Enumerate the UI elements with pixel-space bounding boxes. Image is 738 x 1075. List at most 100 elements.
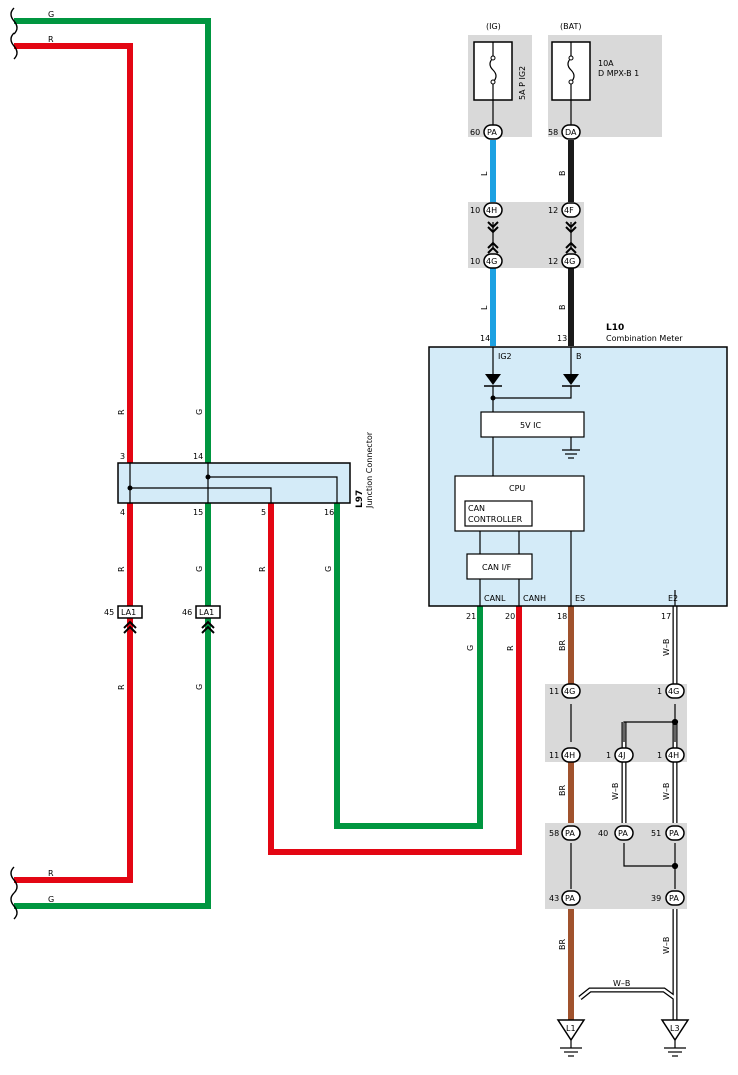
pin-51: 51: [651, 829, 661, 838]
wire-code-wb-2: W–B: [611, 783, 620, 800]
connector-4j-1: 4J: [614, 747, 634, 763]
meter-can-ctrl-2: CONTROLLER: [468, 515, 523, 524]
wire-code-wb-3: W–B: [662, 783, 671, 800]
svg-text:PA: PA: [669, 829, 679, 838]
svg-text:4G: 4G: [564, 687, 575, 696]
fuse-bat-name: D MPX-B 1: [598, 69, 639, 78]
svg-text:PA: PA: [565, 829, 575, 838]
junction-id: L97: [355, 490, 365, 508]
pin-14: 14: [480, 334, 490, 343]
wire-code-g-4: G: [324, 566, 333, 572]
wire-code-r-5: R: [506, 645, 515, 651]
wire-r-canh: [268, 503, 522, 855]
wire-code-g-top: G: [48, 10, 54, 19]
wire-code-b-2: B: [558, 305, 567, 311]
combination-meter: L10 Combination Meter IG2 B 5V IC CPU CA…: [428, 323, 728, 607]
wire-code-r-3: R: [117, 684, 126, 690]
meter-name: Combination Meter: [606, 334, 683, 343]
fuse-bat-amp: 10A: [598, 59, 614, 68]
wire-code-l-1: L: [480, 171, 489, 176]
svg-text:4G: 4G: [486, 257, 497, 266]
meter-ic: 5V IC: [520, 421, 541, 430]
wire-code-wb-1: W–B: [662, 639, 671, 656]
pin-20: 20: [505, 612, 515, 621]
meter-pin-ig2: IG2: [498, 352, 512, 361]
pin-11b: 11: [549, 751, 559, 760]
svg-text:4F: 4F: [564, 206, 574, 215]
pin-j16: 16: [324, 508, 334, 517]
meter-id: L10: [606, 323, 624, 333]
pin-j3: 3: [120, 452, 125, 461]
connector-pa-40: PA: [614, 825, 634, 841]
wire-breaks: [10, 7, 18, 920]
wire-code-wb-4: W–B: [662, 937, 671, 954]
wires-wb: [578, 606, 678, 1020]
wire-code-g-2: G: [195, 566, 204, 572]
ground-l1: L1: [556, 1019, 586, 1057]
connector-da-58: DA: [561, 124, 581, 140]
svg-text:LA1: LA1: [121, 608, 136, 617]
pin-60: 60: [470, 128, 480, 137]
wire-code-g-5: G: [466, 645, 475, 651]
wire-code-g-3: G: [195, 684, 204, 690]
connector-4f-12: 4F: [561, 202, 581, 218]
wire-code-wb-5: W–B: [613, 979, 630, 988]
pin-17: 17: [661, 612, 671, 621]
connector-pa-60: PA: [483, 124, 503, 140]
connector-la1-46: LA1: [195, 605, 221, 619]
fuse-ig-header: (IG): [486, 22, 501, 31]
svg-text:L3: L3: [670, 1024, 680, 1033]
connector-pa-39: PA: [665, 890, 685, 906]
svg-text:L1: L1: [566, 1024, 576, 1033]
pin-j15: 15: [193, 508, 203, 517]
svg-text:PA: PA: [618, 829, 628, 838]
connector-4g-11: 4G: [561, 683, 581, 699]
svg-text:4H: 4H: [564, 751, 575, 760]
connector-pa-43: PA: [561, 890, 581, 906]
pin-11a: 11: [549, 687, 559, 696]
wire-code-g-bottom: G: [48, 895, 54, 904]
pin-58b: 58: [549, 829, 559, 838]
wire-code-b-1: B: [558, 171, 567, 177]
pin-1a: 1: [657, 687, 662, 696]
fuse-bat-header: (BAT): [560, 22, 581, 31]
wire-code-r-4: R: [258, 566, 267, 572]
wire-code-br-1: BR: [558, 640, 567, 651]
wire-code-r-bottom: R: [48, 869, 54, 878]
pin-12a: 12: [548, 206, 558, 215]
meter-can-ctrl-1: CAN: [468, 504, 485, 513]
thin-links: [492, 222, 679, 889]
fuse-bat: (BAT) 10A D MPX-B 1: [551, 22, 639, 125]
ground-l3: L3: [660, 1019, 690, 1057]
pin-18: 18: [557, 612, 567, 621]
svg-text:PA: PA: [487, 128, 497, 137]
svg-text:DA: DA: [565, 128, 577, 137]
connector-pa-58: PA: [561, 825, 581, 841]
connector-4h-11: 4H: [561, 747, 581, 763]
meter-pin-es: ES: [575, 594, 585, 603]
svg-text:PA: PA: [565, 894, 575, 903]
connector-4g-1: 4G: [665, 683, 685, 699]
fuse-ig: (IG) 5A P IG2: [473, 22, 527, 125]
pin-39: 39: [651, 894, 661, 903]
wire-r-top: [14, 43, 133, 883]
wire-g-canl: [334, 503, 483, 829]
pin-10a: 10: [470, 206, 480, 215]
pin-j5: 5: [261, 508, 266, 517]
pin-13: 13: [557, 334, 567, 343]
junction-connector: L97 Junction Connector 3 14 4 15 5 16: [117, 431, 374, 517]
pin-12b: 12: [548, 257, 558, 266]
svg-text:4H: 4H: [486, 206, 497, 215]
wire-code-l-2: L: [480, 305, 489, 310]
junction-name: Junction Connector: [365, 431, 374, 509]
wire-code-br-3: BR: [558, 939, 567, 950]
meter-pin-canl: CANL: [484, 594, 506, 603]
svg-text:LA1: LA1: [199, 608, 214, 617]
pin-46: 46: [182, 608, 192, 617]
connector-la1-45: LA1: [117, 605, 143, 619]
connector-4g-12: 4G: [561, 253, 581, 269]
pin-1b: 1: [606, 751, 611, 760]
fuse-ig-name: 5A P IG2: [518, 66, 527, 100]
pin-45: 45: [104, 608, 114, 617]
